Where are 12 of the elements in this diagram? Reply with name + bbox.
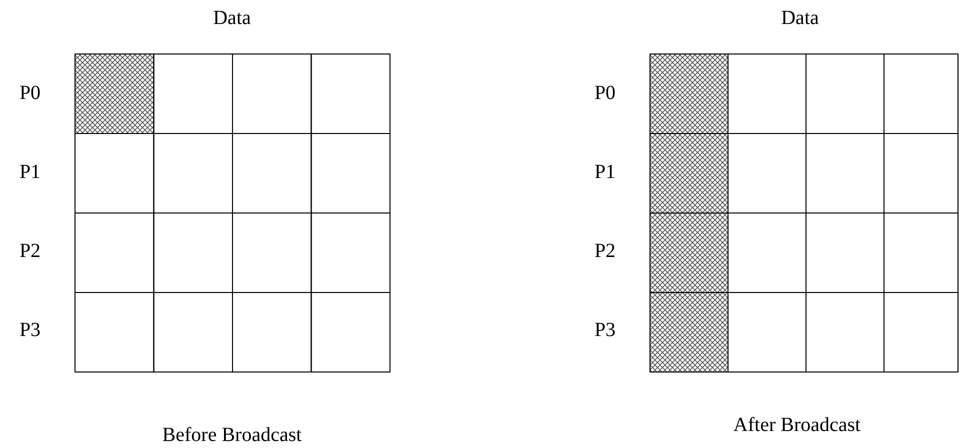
column-heading: Data	[781, 7, 819, 29]
row-label: P1	[594, 161, 616, 183]
caption: After Broadcast	[733, 414, 861, 436]
row-label: P1	[19, 161, 41, 183]
row-label: P0	[594, 82, 616, 104]
row-label: P3	[594, 319, 616, 341]
column-heading: Data	[213, 7, 251, 29]
row-label: P2	[594, 240, 616, 262]
row-label: P0	[19, 82, 41, 104]
caption: Before Broadcast	[162, 424, 302, 446]
row-label: P2	[19, 240, 41, 262]
row-label: P3	[19, 319, 41, 341]
